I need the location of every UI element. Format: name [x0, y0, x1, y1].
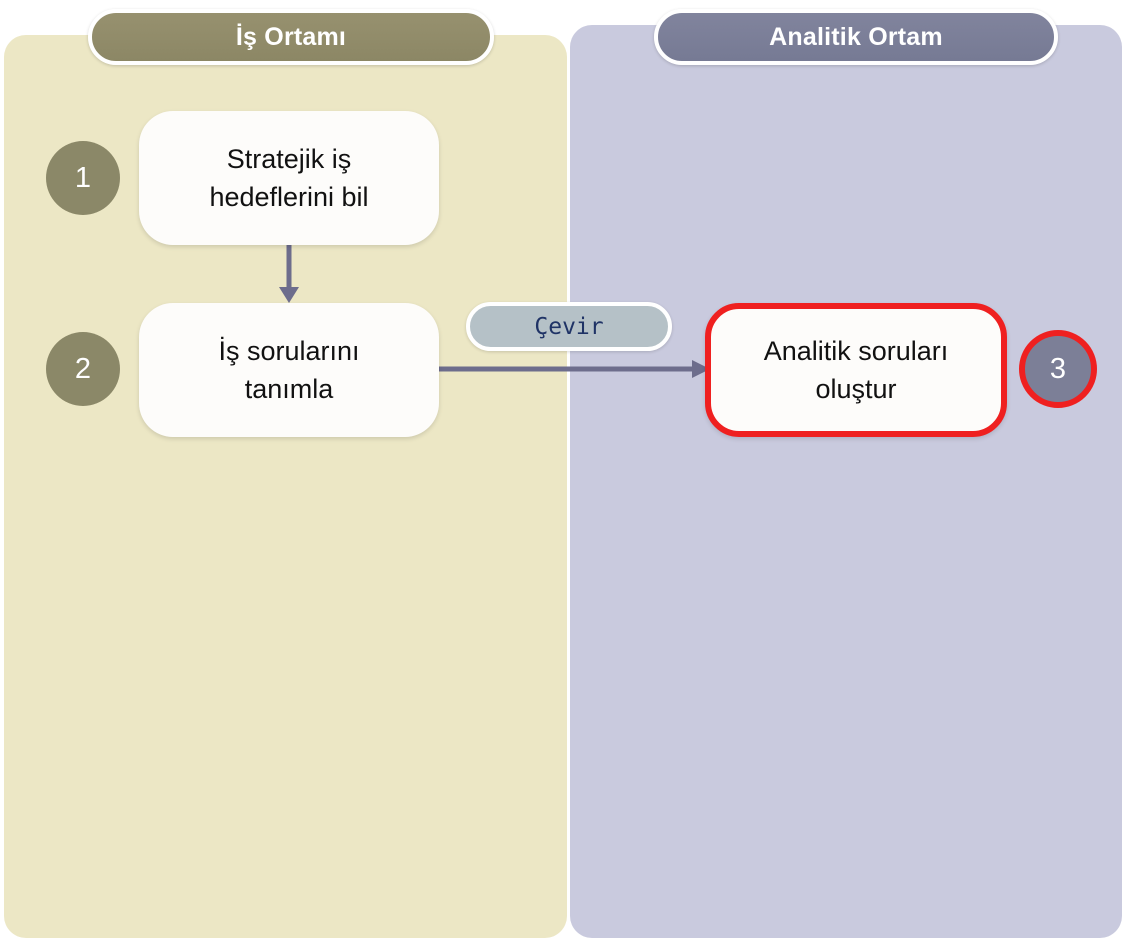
step-1-line-2: hedeflerini bil [209, 182, 369, 212]
connector-step1-to-step2-arrow [279, 243, 299, 303]
swimlane-header-business: İş Ortamı [88, 9, 494, 65]
step-badge-2: 2 [46, 332, 120, 406]
step-box-strategic-goals-label: Stratejik iş hedeflerini bil [209, 140, 368, 217]
step-box-business-questions-label: İş sorularını tanımla [218, 332, 359, 409]
swimlane-header-analytics-label: Analitik Ortam [769, 22, 943, 51]
connector-step2-to-step3-arrow [437, 360, 710, 378]
connector-label-translate: Çevir [466, 302, 672, 351]
step-2-line-1: İş sorularını [218, 335, 360, 366]
swimlane-analytics [570, 25, 1122, 938]
step-badge-3: 3 [1019, 330, 1097, 408]
connector-label-translate-text: Çevir [534, 313, 604, 340]
step-badge-1-number: 1 [74, 161, 92, 194]
step-badge-3-number: 3 [1049, 352, 1067, 385]
swimlane-header-analytics: Analitik Ortam [654, 9, 1058, 65]
step-1-line-1: Stratejik iş [226, 143, 352, 174]
step-3-line-2: oluştur [815, 374, 897, 404]
step-3-line-1: Analitik soruları [763, 335, 949, 366]
step-badge-1: 1 [46, 141, 120, 215]
swimlane-header-business-label: İş Ortamı [235, 22, 347, 51]
step-2-line-2: tanımla [244, 374, 334, 404]
step-box-business-questions[interactable]: İş sorularını tanımla [139, 303, 439, 437]
step-box-analytical-questions-label: Analitik soruları oluştur [764, 332, 949, 409]
step-box-analytical-questions[interactable]: Analitik soruları oluştur [705, 303, 1007, 437]
step-badge-2-number: 2 [74, 352, 92, 385]
step-box-strategic-goals[interactable]: Stratejik iş hedeflerini bil [139, 111, 439, 245]
